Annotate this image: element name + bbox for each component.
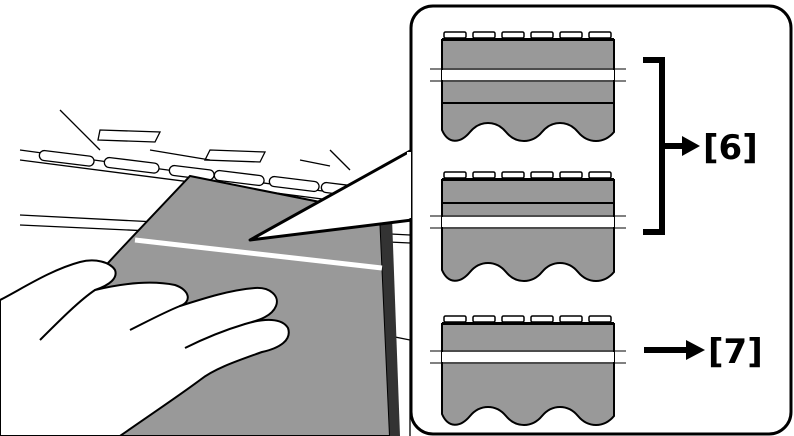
paper-sheet-icon bbox=[442, 180, 614, 281]
roller-tab bbox=[531, 32, 553, 38]
white-guide-line bbox=[442, 352, 614, 362]
roller-tab bbox=[560, 316, 582, 322]
roller-tab bbox=[589, 316, 611, 322]
roller-tab bbox=[473, 172, 495, 178]
white-guide-line bbox=[442, 70, 614, 80]
callout-panel-3 bbox=[430, 316, 626, 425]
label-7: [7] bbox=[708, 332, 763, 372]
roller-tab bbox=[531, 172, 553, 178]
paper-sheet-icon bbox=[442, 40, 614, 141]
roller-tab bbox=[444, 32, 466, 38]
roller-tab bbox=[473, 316, 495, 322]
roller-tab bbox=[502, 172, 524, 178]
roller-tab bbox=[560, 32, 582, 38]
label-6: [6] bbox=[703, 128, 758, 168]
roller-tab bbox=[473, 32, 495, 38]
callout-panel-1 bbox=[430, 32, 626, 141]
white-guide-line bbox=[442, 217, 614, 227]
roller-tab bbox=[589, 172, 611, 178]
printer-scene bbox=[0, 110, 410, 436]
roller-tab bbox=[531, 316, 553, 322]
roller-tab bbox=[560, 172, 582, 178]
roller-tab bbox=[502, 316, 524, 322]
roller-tab bbox=[444, 172, 466, 178]
roller-tab bbox=[502, 32, 524, 38]
roller-tab bbox=[444, 316, 466, 322]
roller-tab bbox=[589, 32, 611, 38]
paper-sheet-icon bbox=[442, 324, 614, 425]
callout-panel-2 bbox=[430, 172, 626, 281]
